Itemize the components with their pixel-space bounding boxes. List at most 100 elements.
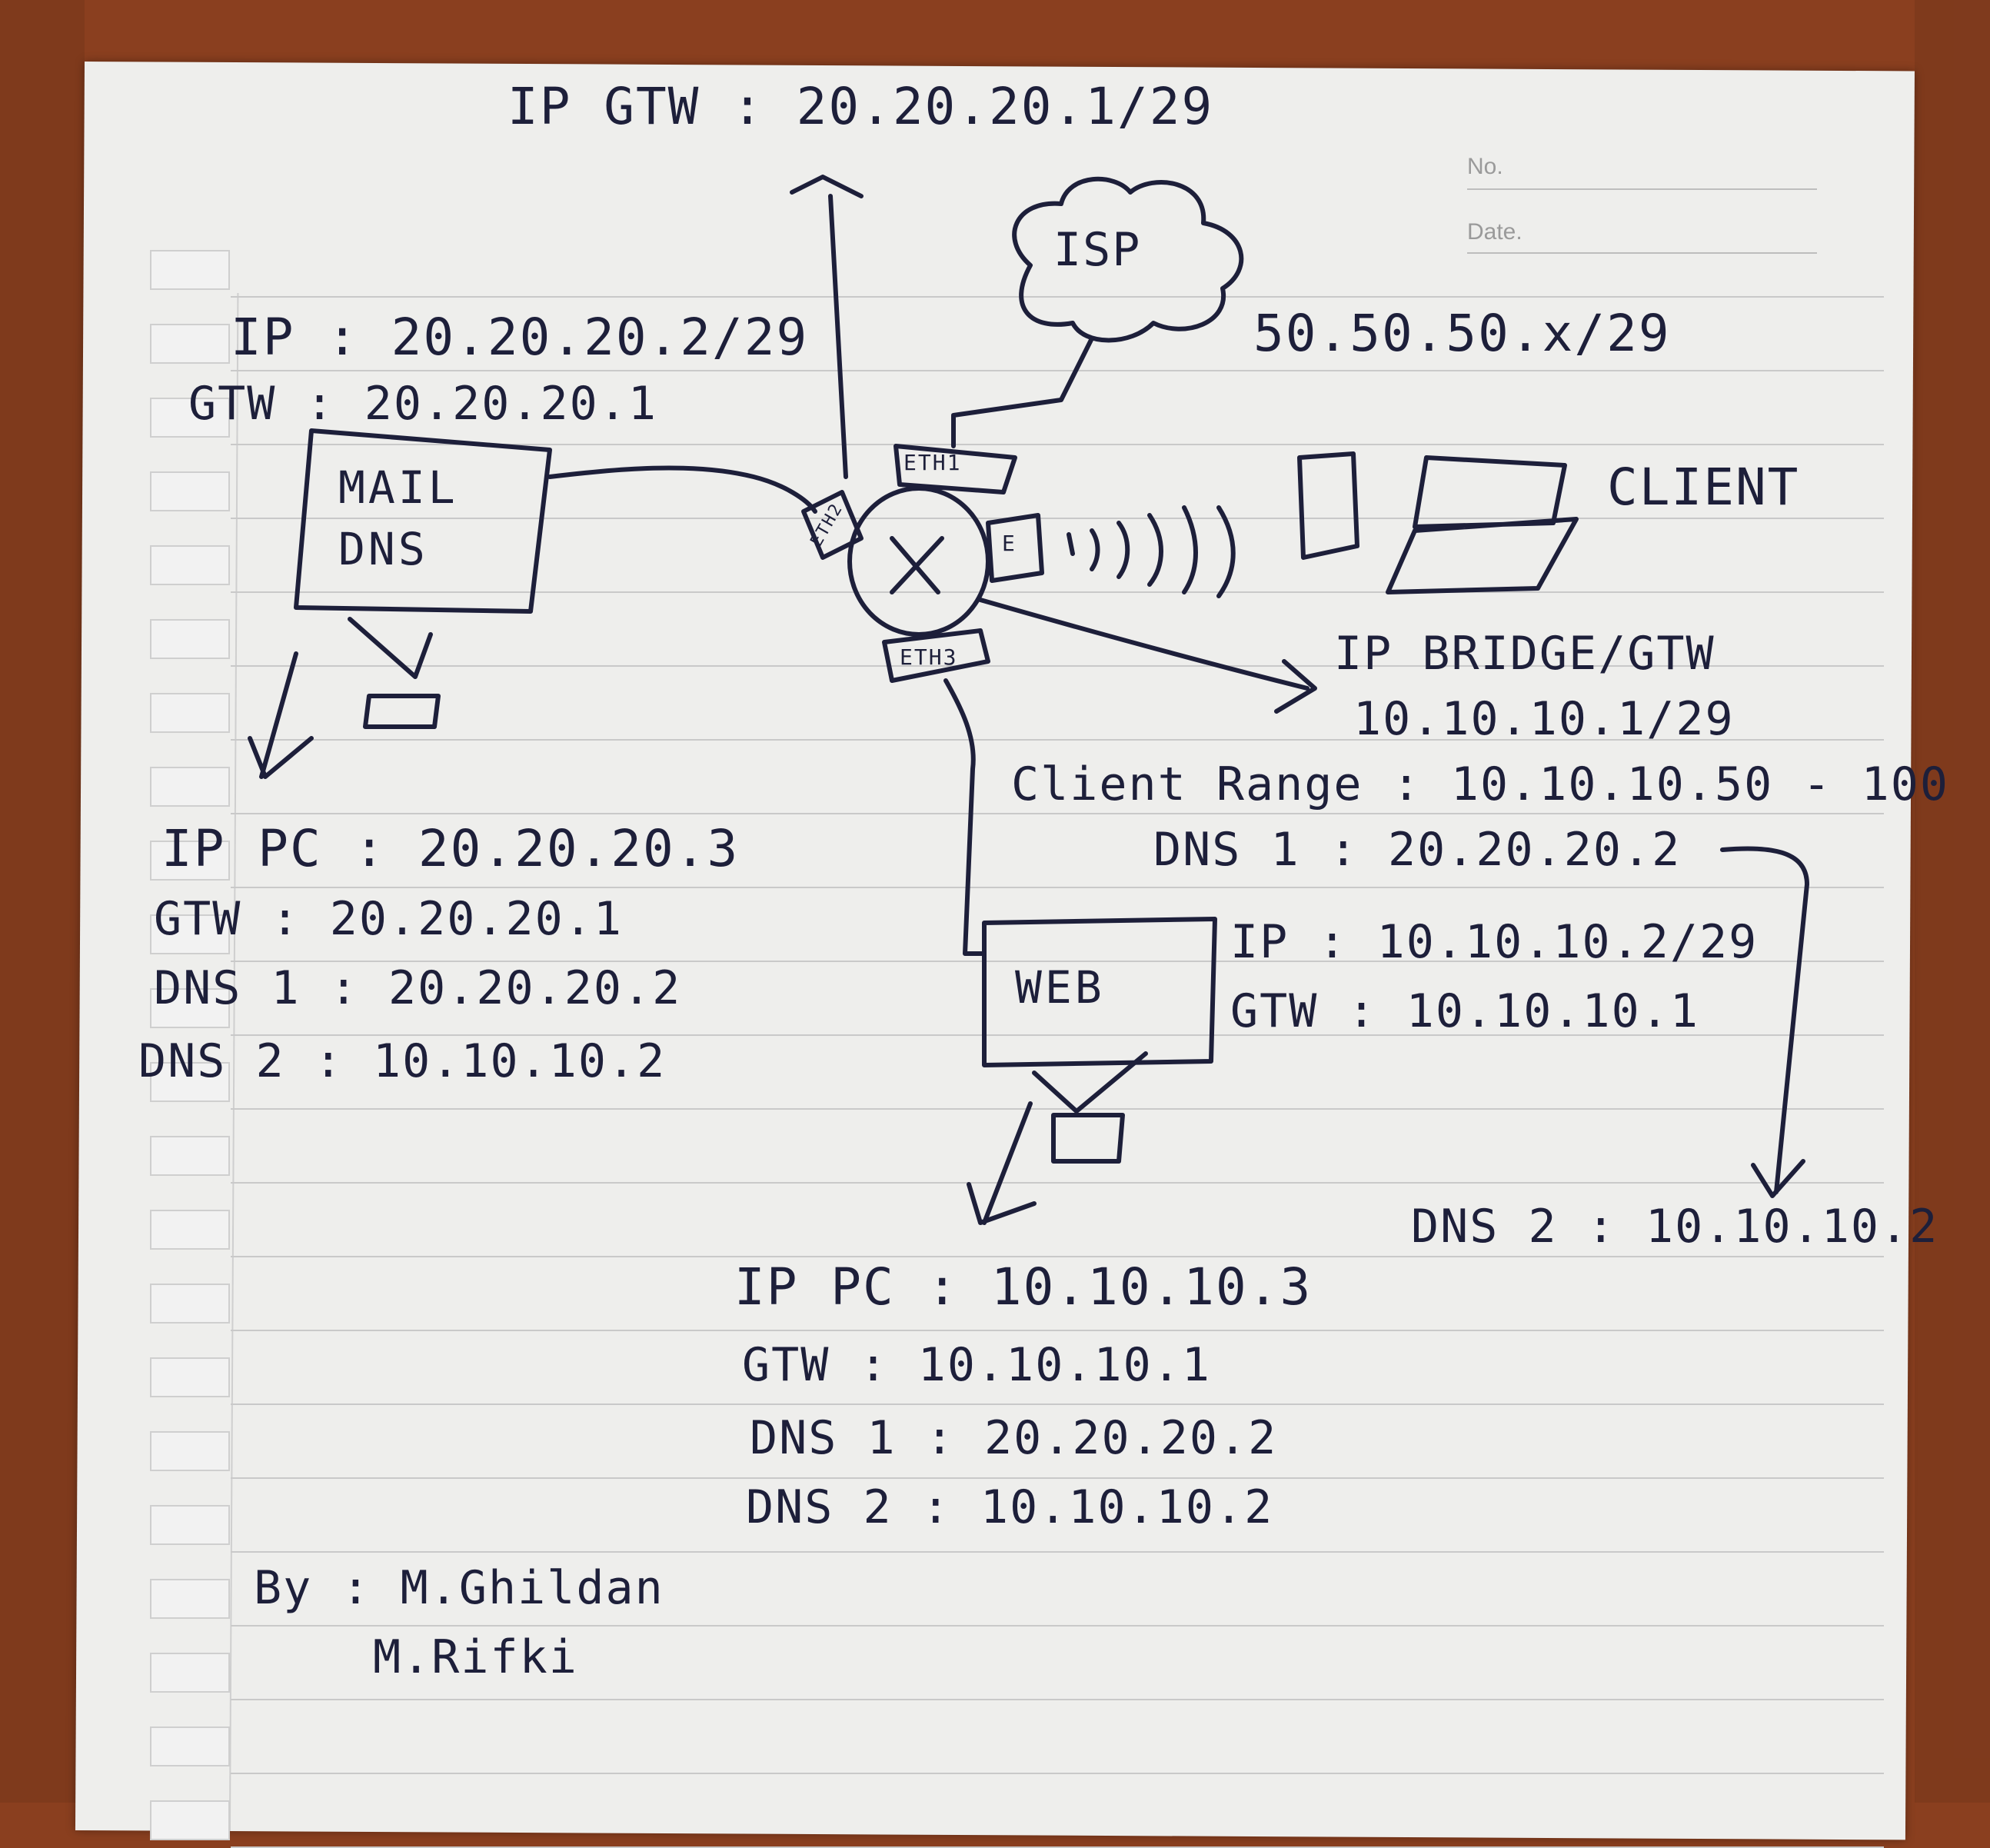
margin-box	[150, 767, 230, 807]
margin-box	[150, 1579, 230, 1619]
isp-label: ISP	[1053, 223, 1142, 277]
date-line	[1467, 252, 1817, 254]
web-server-box	[982, 917, 1217, 1067]
mail-server-box	[294, 428, 552, 614]
web-ip: IP : 10.10.10.2/29	[1230, 915, 1759, 969]
rule-line	[231, 296, 1884, 298]
rule-line	[231, 1625, 1884, 1627]
mail-monitor-stand	[348, 617, 441, 729]
mail-box-line1: MAIL	[338, 461, 458, 514]
margin-box	[150, 1505, 230, 1545]
mail-pc-dns2: DNS 2 : 10.10.10.2	[138, 1034, 667, 1088]
margin-box	[150, 324, 230, 364]
rule-line	[231, 591, 1884, 593]
web-link	[943, 678, 987, 956]
dns-connector-arrow	[1720, 846, 1809, 1198]
uplink-arrow	[790, 175, 864, 479]
laptop-device	[1386, 455, 1579, 594]
rule-line	[231, 1256, 1884, 1257]
mail-ip: IP : 20.20.20.2/29	[231, 308, 809, 367]
margin-box	[150, 1431, 230, 1471]
margin-box	[150, 250, 230, 290]
eth1-port	[894, 444, 1017, 494]
eth3-label: ETH3	[900, 644, 958, 670]
mail-pc-dns1: DNS 1 : 20.20.20.2	[154, 961, 682, 1015]
rule-line	[231, 444, 1884, 445]
network-diagram	[248, 175, 1809, 1225]
web-box-label: WEB	[1015, 961, 1105, 1014]
eth-client-port	[986, 513, 1044, 583]
margin-box	[150, 1136, 230, 1176]
client-dns1: DNS 1 : 20.20.20.2	[1153, 823, 1682, 877]
margin-box	[150, 1800, 230, 1840]
isp-cloud	[1012, 176, 1244, 343]
eth2-port	[801, 490, 864, 560]
rule-line	[231, 665, 1884, 667]
margin-box	[150, 988, 230, 1028]
no-line	[1467, 188, 1817, 190]
router-x-icon	[890, 536, 944, 594]
rule-line	[231, 1330, 1884, 1331]
mail-link	[547, 465, 817, 514]
margin-box	[150, 914, 230, 954]
margin-box	[150, 545, 230, 585]
mail-down-arrow	[248, 651, 314, 779]
isp-subnet: 50.50.50.x/29	[1253, 304, 1671, 363]
top-gateway-label: IP GTW : 20.20.20.1/29	[507, 77, 1214, 136]
phone-device	[1297, 451, 1359, 560]
margin-box	[150, 841, 230, 881]
mail-box-line2: DNS	[338, 523, 428, 575]
bridge-title: IP BRIDGE/GTW	[1334, 627, 1715, 681]
margin-box	[150, 1653, 230, 1693]
web-down-arrow	[967, 1101, 1037, 1225]
web-gtw: GTW : 10.10.10.1	[1230, 984, 1699, 1038]
mail-gtw: GTW : 20.20.20.1	[188, 377, 657, 431]
margin-box	[150, 1062, 230, 1102]
margin-box	[150, 398, 230, 438]
router-circle	[847, 486, 990, 637]
web-monitor-stand	[1032, 1051, 1148, 1164]
rule-line	[231, 1108, 1884, 1110]
client-range: Client Range : 10.10.10.50 - 100	[1011, 758, 1949, 811]
margin-box	[150, 693, 230, 733]
rule-line	[231, 739, 1884, 741]
rule-line	[231, 1699, 1884, 1700]
author-by: By : M.Ghildan	[254, 1561, 664, 1615]
mail-pc-ip: IP PC : 20.20.20.3	[161, 819, 740, 878]
wood-grain	[1915, 0, 1990, 1803]
rule-line	[231, 813, 1884, 814]
margin-box	[150, 1284, 230, 1324]
mail-pc-gtw: GTW : 20.20.20.1	[154, 892, 623, 946]
eth-client-label: E	[1002, 531, 1017, 556]
eth3-port	[882, 628, 990, 683]
web-pc-dns1: DNS 1 : 20.20.20.2	[750, 1411, 1278, 1465]
rule-line	[231, 961, 1884, 962]
bridge-ip: 10.10.10.1/29	[1353, 692, 1735, 746]
wood-grain	[0, 0, 85, 1803]
client-dns2: DNS 2 : 10.10.10.2	[1411, 1200, 1939, 1254]
rule-line	[231, 1403, 1884, 1405]
rule-line	[231, 887, 1884, 888]
rule-line	[231, 1034, 1884, 1036]
wifi-waves	[1067, 505, 1236, 598]
rule-line	[231, 1182, 1884, 1184]
rule-line	[231, 1477, 1884, 1479]
no-label: No.	[1467, 154, 1503, 179]
author-second: M.Rifki	[373, 1630, 578, 1684]
rule-line	[231, 518, 1884, 519]
margin-box	[150, 619, 230, 659]
web-pc-gtw: GTW : 10.10.10.1	[742, 1338, 1211, 1392]
web-pc-ip: IP PC : 10.10.10.3	[734, 1257, 1313, 1317]
margin-box	[150, 1726, 230, 1766]
isp-link	[951, 336, 1094, 448]
date-label: Date.	[1467, 219, 1522, 245]
rule-line	[231, 370, 1884, 371]
margin-box	[150, 1357, 230, 1397]
client-label: CLIENT	[1607, 458, 1800, 517]
rule-line	[231, 1551, 1884, 1553]
eth1-label: ETH1	[903, 450, 962, 475]
rule-line	[231, 1773, 1884, 1774]
margin-box	[150, 1210, 230, 1250]
web-pc-dns2: DNS 2 : 10.10.10.2	[746, 1480, 1274, 1534]
bridge-arrow	[978, 598, 1317, 714]
